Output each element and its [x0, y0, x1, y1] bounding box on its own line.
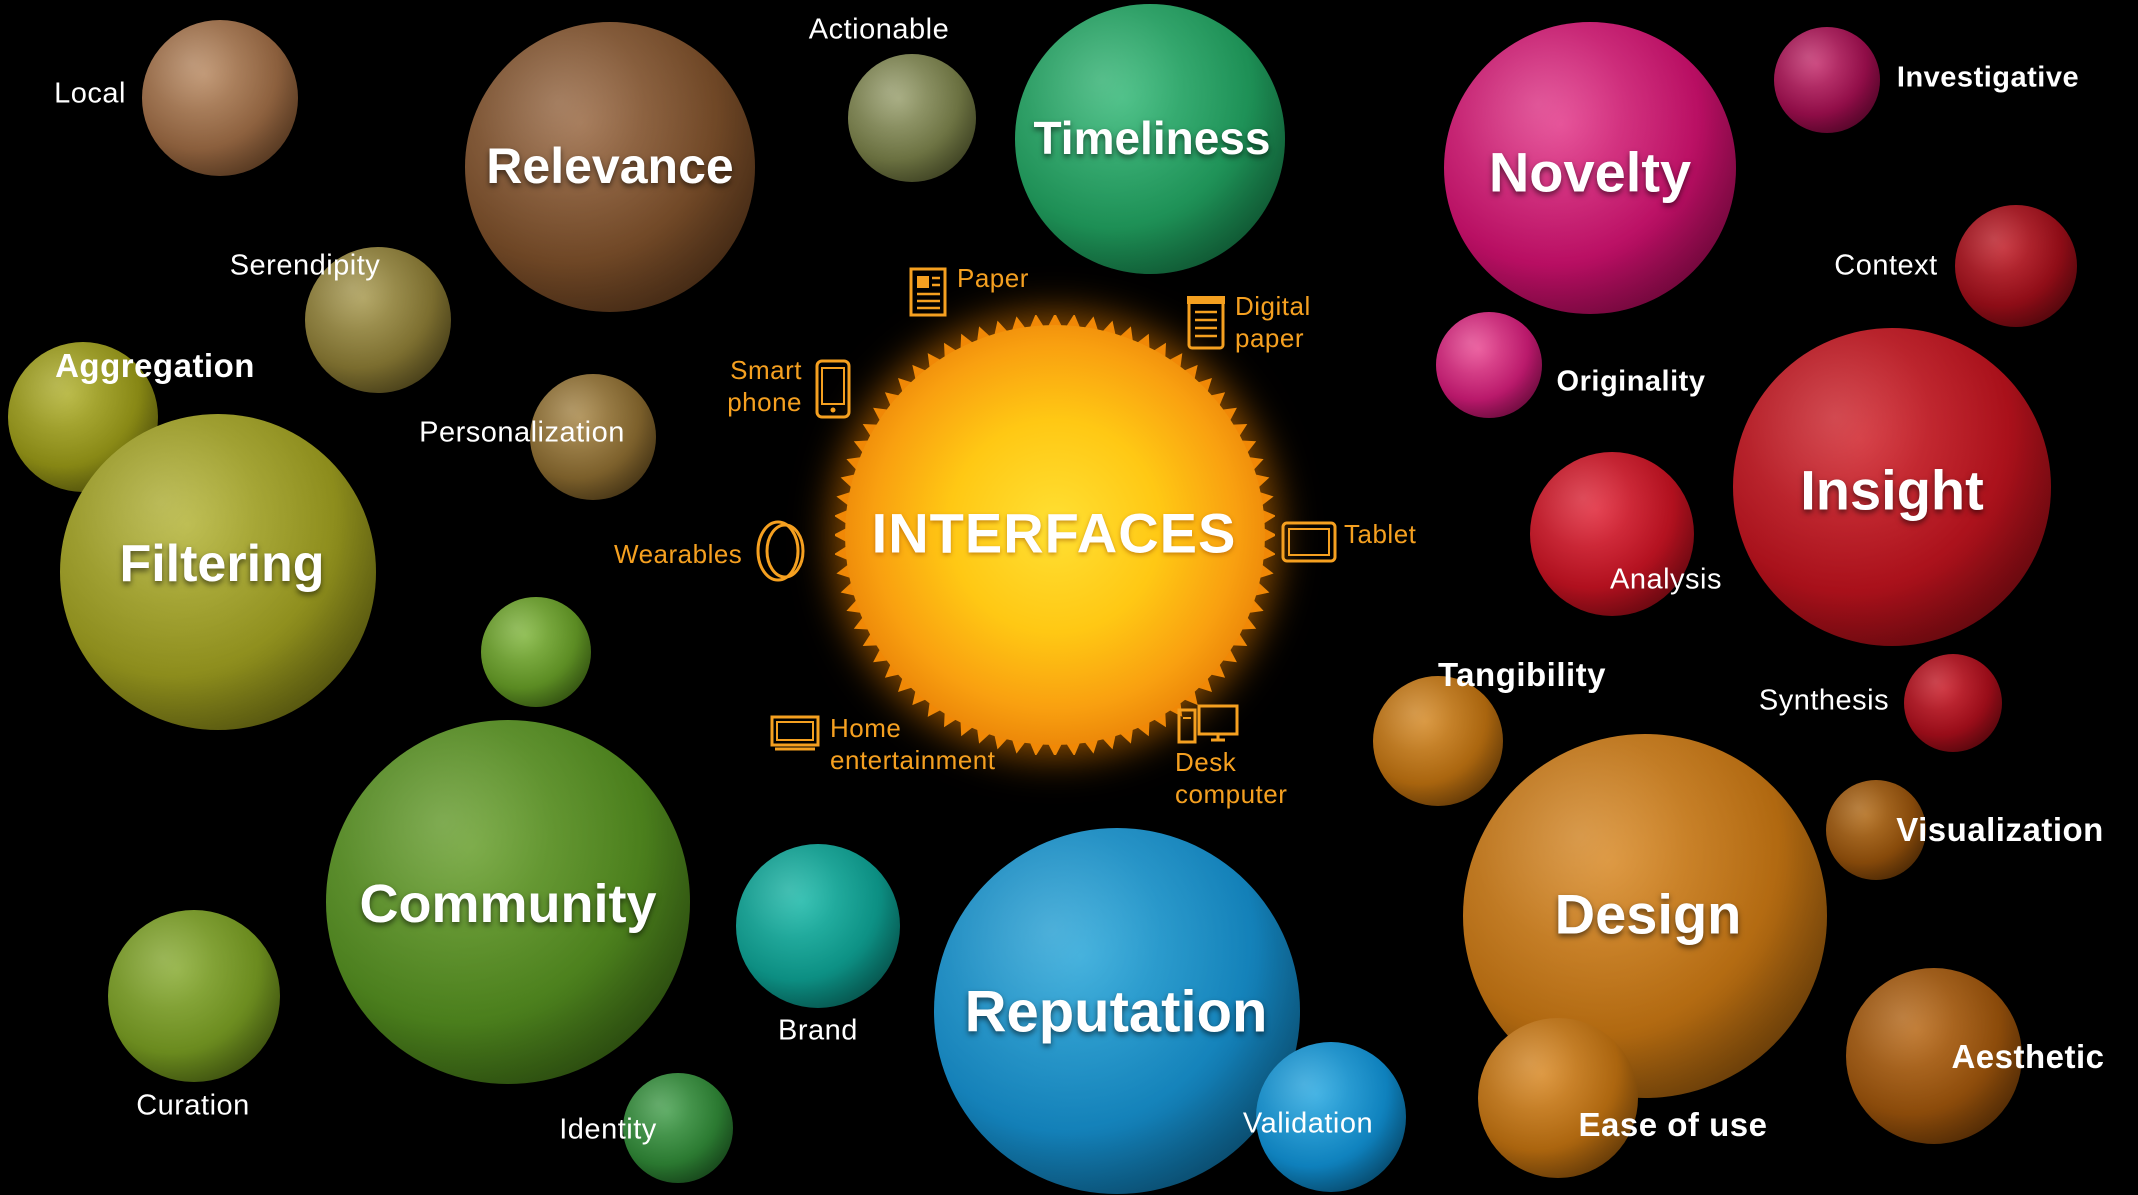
ease-of-use-label: Ease of use [1578, 1106, 1768, 1143]
insight-planet [1733, 328, 2051, 646]
digital-paper-label: Digital paper [1235, 290, 1311, 354]
validation-label: Validation [1242, 1107, 1374, 1140]
analysis-label: Analysis [1610, 563, 1722, 596]
serendipity-moon [305, 247, 451, 393]
timeliness-label: Timeliness [1033, 112, 1271, 164]
novelty-label: Novelty [1488, 140, 1692, 204]
interfaces-sun [845, 325, 1265, 745]
tablet-icon [1281, 521, 1337, 563]
context-moon [1955, 205, 2077, 327]
digital-paper-icon [1187, 296, 1225, 350]
smart-phone-line2: phone [727, 387, 802, 417]
smart-phone-label: Smart phone [722, 354, 802, 418]
design-label: Design [1554, 882, 1742, 946]
wearables-label: Wearables [614, 539, 743, 569]
desk-computer-line1: Desk [1175, 747, 1237, 777]
actionable-label: Actionable [808, 13, 950, 46]
tangibility-label: Tangibility [1437, 656, 1607, 693]
home-entertainment-label: Home entertainment [830, 712, 995, 776]
serendipity-label: Serendipity [229, 249, 381, 282]
synthesis-label: Synthesis [1758, 684, 1890, 717]
actionable-moon [848, 54, 976, 182]
aesthetic-moon [1846, 968, 2022, 1144]
smart-phone-icon [815, 359, 851, 419]
relevance-planet [465, 22, 755, 312]
relevance-label: Relevance [486, 138, 734, 194]
reputation-planet [934, 828, 1300, 1194]
investigative-moon [1774, 27, 1880, 133]
insight-label: Insight [1800, 458, 1984, 522]
desk-computer-label: Desk computer [1175, 746, 1287, 810]
paper-icon [909, 267, 947, 317]
interfaces-label: INTERFACES [871, 501, 1237, 565]
analysis-moon [1530, 452, 1694, 616]
desk-computer-line2: computer [1175, 779, 1288, 809]
desk-computer-icon [1177, 704, 1239, 744]
aggregation-label: Aggregation [55, 347, 255, 384]
filtering-planet [60, 414, 376, 730]
visualization-label: Visualization [1896, 811, 2104, 848]
green-moon [481, 597, 591, 707]
paper-label: Paper [957, 263, 1029, 293]
wearables-icon [756, 520, 805, 582]
visualization-moon [1826, 780, 1926, 880]
community-planet [326, 720, 690, 1084]
tablet-label: Tablet [1344, 519, 1417, 549]
ease-of-use-moon [1478, 1018, 1638, 1178]
local-label: Local [54, 77, 126, 110]
local-moon [142, 20, 298, 176]
novelty-planet [1444, 22, 1736, 314]
home-entertainment-line2: entertainment [830, 745, 996, 775]
home-entertainment-icon [770, 715, 820, 751]
digital-paper-line2: paper [1235, 323, 1304, 353]
reputation-label: Reputation [964, 979, 1268, 1045]
identity-label: Identity [559, 1113, 657, 1146]
originality-label: Originality [1556, 365, 1706, 398]
tangibility-moon [1373, 676, 1503, 806]
curation-moon [108, 910, 280, 1082]
synthesis-moon [1904, 654, 2002, 752]
filtering-label: Filtering [119, 535, 325, 593]
brand-moon [736, 844, 900, 1008]
investigative-label: Investigative [1896, 61, 2080, 94]
context-label: Context [1834, 249, 1938, 282]
smart-phone-line1: Smart [730, 355, 802, 385]
aesthetic-label: Aesthetic [1951, 1038, 2105, 1075]
personalization-moon [530, 374, 656, 500]
curation-label: Curation [136, 1089, 250, 1122]
identity-moon [623, 1073, 733, 1183]
personalization-label: Personalization [419, 416, 625, 449]
originality-moon [1436, 312, 1542, 418]
brand-label: Brand [778, 1014, 858, 1047]
home-entertainment-line1: Home [830, 713, 902, 743]
community-label: Community [359, 874, 657, 934]
digital-paper-line1: Digital [1235, 291, 1311, 321]
timeliness-planet [1015, 4, 1285, 274]
validation-moon [1256, 1042, 1406, 1192]
